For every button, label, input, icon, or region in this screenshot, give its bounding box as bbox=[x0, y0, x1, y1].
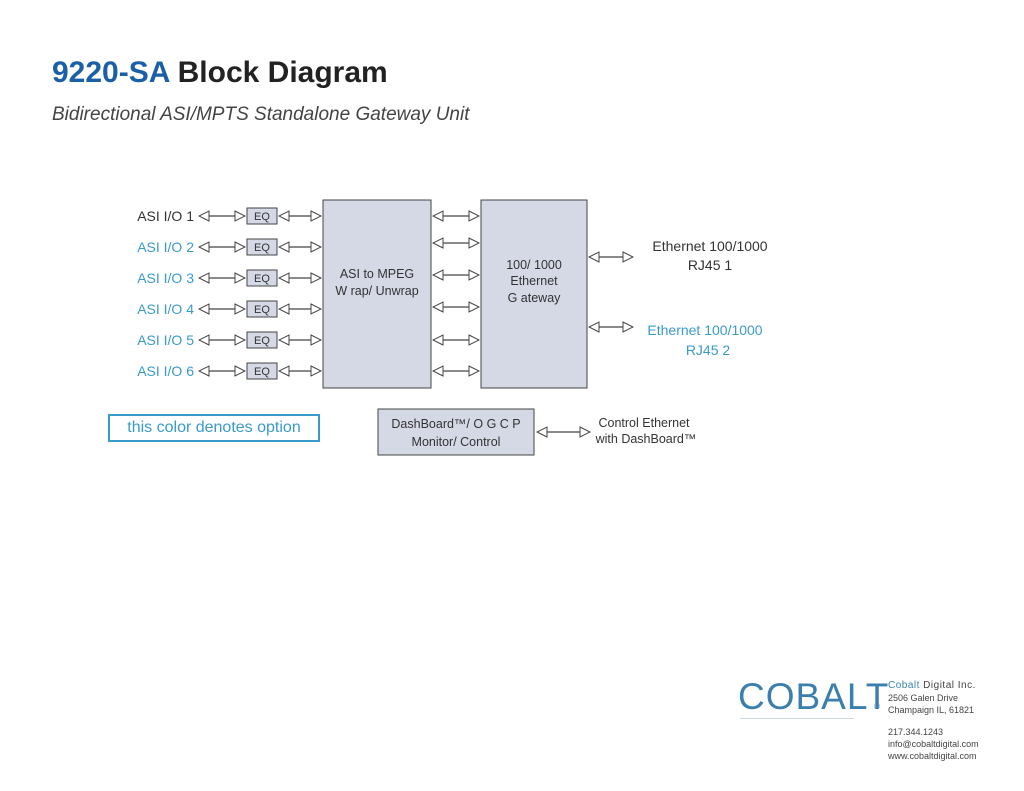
company-address-2: Champaign IL, 61821 bbox=[888, 705, 975, 715]
eq-block bbox=[246, 331, 278, 349]
logo-underline bbox=[740, 718, 854, 719]
wrap-block-label-2: W rap/ Unwrap bbox=[335, 284, 418, 298]
dashboard-label-2: Monitor/ Control bbox=[412, 435, 501, 449]
asi-input-rows: ASI I/O 1 EQ ASI I/O 2 EQ ASI I/O 3 EQ ASI I/O… bbox=[137, 207, 321, 380]
asi-io-label: ASI I/O 6 bbox=[137, 363, 194, 379]
eth1-label-2: RJ45 1 bbox=[688, 257, 733, 273]
eth1-label-1: Ethernet 100/1000 bbox=[652, 238, 767, 254]
eq-label: EQ bbox=[254, 366, 270, 378]
asi-io-label: ASI I/O 1 bbox=[137, 208, 194, 224]
company-info: Cobalt Digital Inc. 2506 Galen Drive Cha… bbox=[888, 680, 979, 762]
dashboard-control-block bbox=[377, 408, 535, 456]
company-phone: 217.344.1243 bbox=[888, 727, 944, 737]
company-website: www.cobaltdigital.com bbox=[888, 751, 977, 761]
asi-io-label: ASI I/O 2 bbox=[137, 239, 194, 255]
option-color-legend: this color denotes option bbox=[108, 414, 320, 442]
company-address-1: 2506 Galen Drive bbox=[888, 693, 959, 703]
gateway-block-label-3: G ateway bbox=[508, 291, 562, 305]
control-label-2: with DashBoard™ bbox=[595, 432, 697, 446]
eq-block bbox=[246, 362, 278, 380]
eq-block bbox=[246, 238, 278, 256]
eq-label: EQ bbox=[254, 242, 270, 254]
page-title: 9220-SA Block Diagram bbox=[52, 56, 388, 90]
eq-block bbox=[246, 207, 278, 225]
asi-io-label: ASI I/O 4 bbox=[137, 301, 194, 317]
eq-block bbox=[246, 300, 278, 318]
gateway-block-label-1: 100/ 1000 bbox=[506, 258, 562, 272]
title-text: Block Diagram bbox=[177, 56, 388, 89]
eq-label: EQ bbox=[254, 304, 270, 316]
asi-io-label: ASI I/O 5 bbox=[137, 332, 194, 348]
eth2-label-2: RJ45 2 bbox=[686, 342, 731, 358]
asi-io-label: ASI I/O 3 bbox=[137, 270, 194, 286]
eq-block bbox=[246, 269, 278, 287]
company-name: Cobalt Digital Inc. bbox=[888, 680, 979, 692]
logo-registered-mark: ® bbox=[874, 702, 880, 711]
gateway-block-label-2: Ethernet bbox=[510, 274, 558, 288]
company-brand: Cobalt bbox=[888, 680, 920, 691]
page-subtitle: Bidirectional ASI/MPTS Standalone Gatewa… bbox=[52, 104, 470, 125]
control-label-1: Control Ethernet bbox=[598, 416, 690, 430]
company-email: info@cobaltdigital.com bbox=[888, 739, 979, 749]
asi-mpeg-wrap-block bbox=[322, 199, 432, 389]
model-number: 9220-SA bbox=[52, 56, 170, 89]
company-name-rest: Digital Inc. bbox=[919, 680, 976, 691]
cobalt-logo: COBALT bbox=[738, 676, 890, 717]
eq-label: EQ bbox=[254, 335, 270, 347]
dashboard-label-1: DashBoard™/ O G C P bbox=[391, 417, 520, 431]
ethernet-gateway-block bbox=[480, 199, 588, 389]
wrap-block-label-1: ASI to MPEG bbox=[340, 267, 414, 281]
eq-label: EQ bbox=[254, 211, 270, 223]
eth2-label-1: Ethernet 100/1000 bbox=[647, 322, 762, 338]
eq-label: EQ bbox=[254, 273, 270, 285]
internal-bus-arrows bbox=[433, 216, 479, 371]
